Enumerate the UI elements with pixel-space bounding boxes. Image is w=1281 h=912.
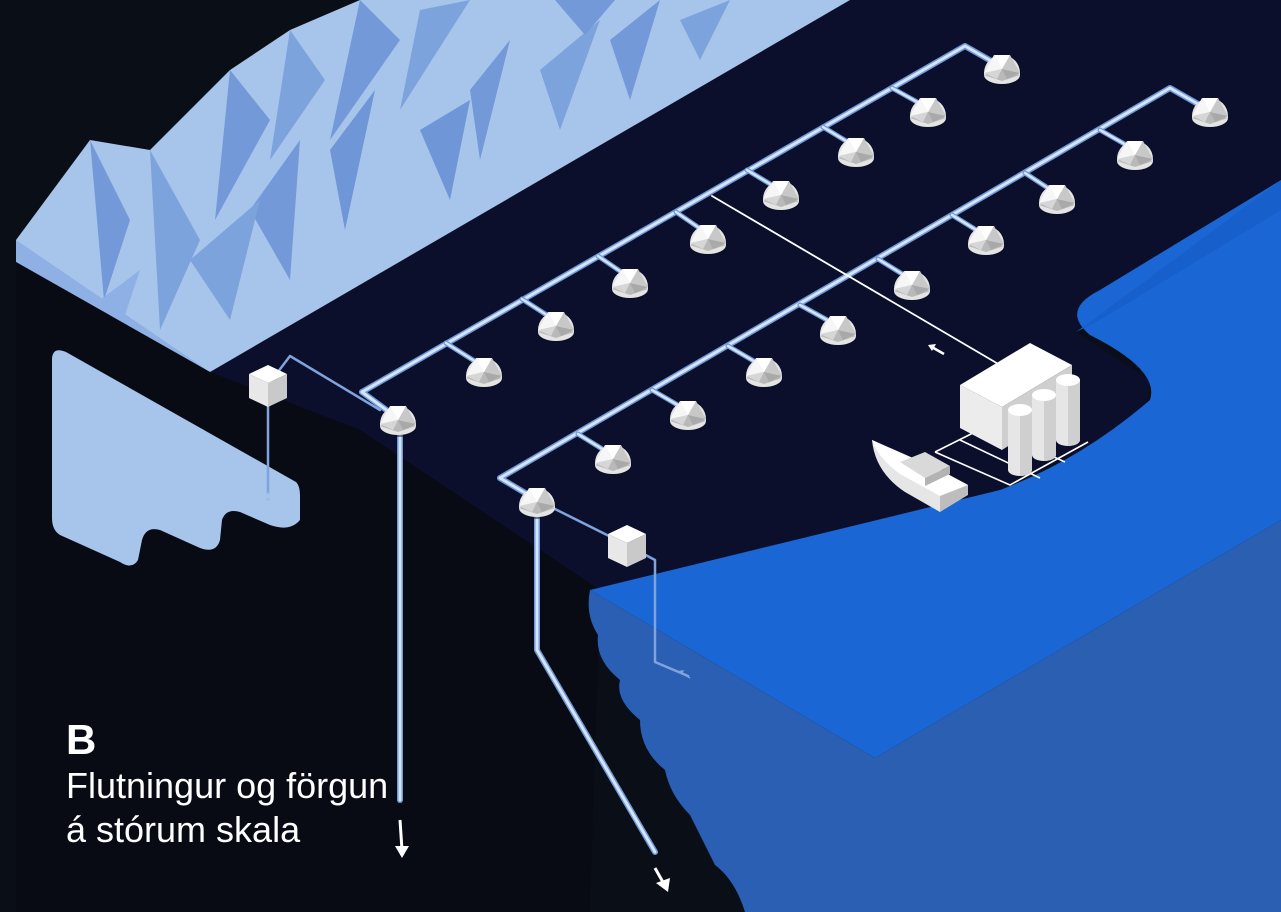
panel-caption: B Flutningur og förgun á stórum skala (66, 716, 388, 852)
storage-tank-icon (1032, 389, 1056, 461)
storage-tank-icon (1008, 404, 1032, 476)
panel-letter: B (66, 716, 388, 764)
storage-tank-icon (1056, 374, 1080, 446)
caption-line-2: á stórum skala (66, 808, 388, 852)
caption-line-1: Flutningur og förgun (66, 764, 388, 808)
